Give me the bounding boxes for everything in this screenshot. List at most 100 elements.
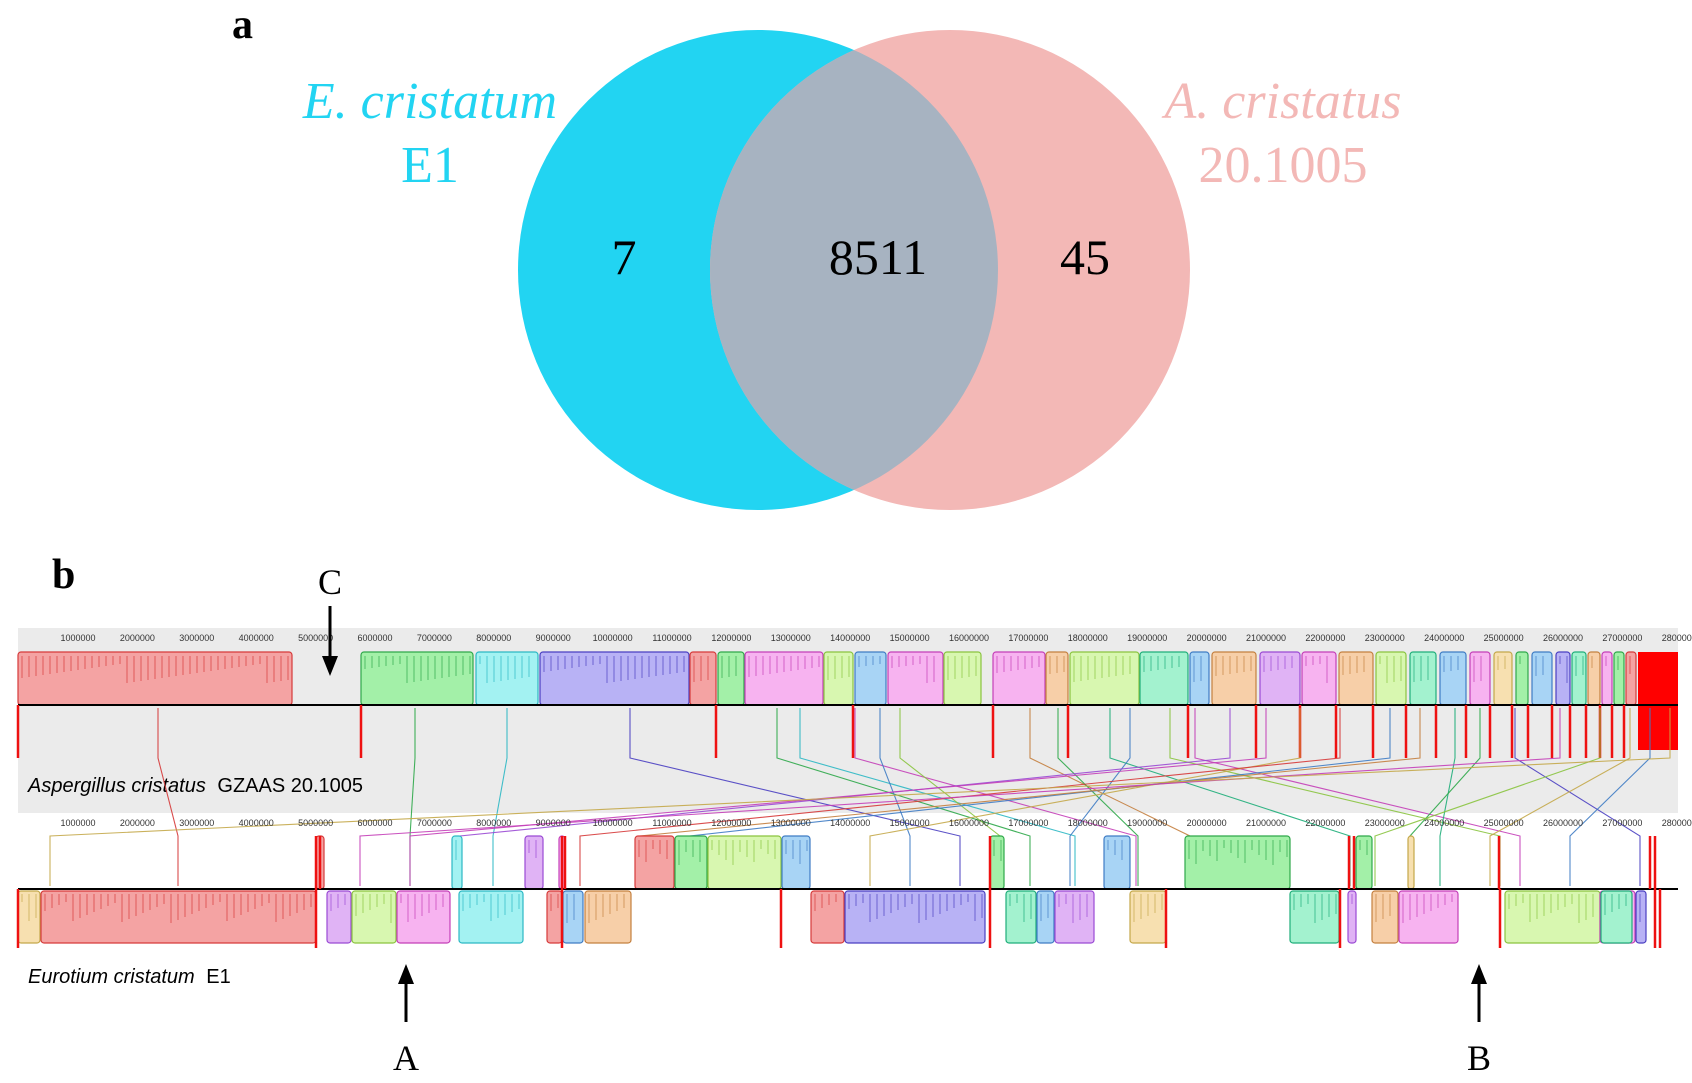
right-unique-count: 45 — [1060, 229, 1110, 285]
synteny-connector — [776, 708, 1031, 886]
top-synteny-block — [1625, 651, 1637, 706]
left-unique-count: 7 — [612, 229, 637, 285]
bottom-genome-name: Eurotium cristatum E1 — [28, 966, 231, 988]
bottom-tick-label: 24000000 — [1424, 818, 1464, 828]
top-synteny-block — [1301, 651, 1337, 706]
synteny-connector — [1569, 708, 1651, 886]
bottom-tick-label: 2000000 — [120, 818, 155, 828]
bottom-upper-block — [1355, 835, 1373, 890]
marker-b-group: B — [1467, 964, 1491, 1078]
top-tick-label: 27000000 — [1602, 633, 1642, 643]
top-synteny-block — [1613, 651, 1625, 706]
bottom-tick-label: 22000000 — [1305, 818, 1345, 828]
top-synteny-block — [1587, 651, 1601, 706]
top-synteny-block — [1601, 651, 1613, 706]
synteny-connector — [1374, 708, 1601, 886]
synteny-connector — [1194, 708, 1521, 886]
synteny-connector — [1069, 708, 1131, 886]
top-synteny-block — [1531, 651, 1553, 706]
top-synteny-block — [1571, 651, 1587, 706]
bottom-genome-genus: Eurotium cristatum — [28, 966, 195, 988]
top-tick-label: 25000000 — [1484, 633, 1524, 643]
top-tick-label: 24000000 — [1424, 633, 1464, 643]
top-blocks — [17, 651, 1678, 750]
synteny-connector — [879, 708, 911, 886]
bottom-tick-label: 6000000 — [357, 818, 392, 828]
marker-a-arrowhead — [398, 964, 414, 984]
top-synteny-block — [943, 651, 982, 706]
bottom-lower-block — [326, 890, 352, 944]
top-tick-label: 21000000 — [1246, 633, 1286, 643]
bottom-tick-label: 9000000 — [536, 818, 571, 828]
bottom-lower-block — [546, 890, 563, 944]
marker-a-group: A — [393, 964, 419, 1078]
top-tick-label: 22000000 — [1305, 633, 1345, 643]
top-synteny-block — [1189, 651, 1210, 706]
top-synteny-block — [992, 651, 1046, 706]
bottom-lower-block — [810, 890, 845, 944]
bottom-tick-label: 15000000 — [890, 818, 930, 828]
bottom-tick-label: 4000000 — [239, 818, 274, 828]
top-synteny-block — [539, 651, 690, 706]
top-ruler — [18, 628, 1678, 648]
bottom-upper-block — [634, 835, 675, 890]
bottom-tick-label: 25000000 — [1484, 818, 1524, 828]
bottom-lower-block — [1036, 890, 1055, 944]
bottom-tick-label: 17000000 — [1008, 818, 1048, 828]
top-tick-label: 12000000 — [711, 633, 751, 643]
bottom-tick-label: 20000000 — [1187, 818, 1227, 828]
synteny-connector — [49, 708, 1671, 886]
top-tick-label: 10000000 — [593, 633, 633, 643]
top-tick-label: 8000000 — [476, 633, 511, 643]
top-tick-label: 14000000 — [830, 633, 870, 643]
top-tick-label: 9000000 — [536, 633, 571, 643]
bottom-lower-block — [40, 890, 317, 944]
panel-a-letter: a — [232, 2, 253, 48]
top-genome-strain: GZAAS 20.1005 — [217, 775, 363, 797]
bottom-tick-label: 8000000 — [476, 818, 511, 828]
bottom-contig-boundaries — [16, 836, 1662, 948]
top-tick-label: 17000000 — [1008, 633, 1048, 643]
bottom-tick-label: 26000000 — [1543, 818, 1583, 828]
bottom-tick-label: 5000000 — [298, 818, 333, 828]
bottom-lower-block — [1398, 890, 1459, 944]
marker-c-group: C — [318, 562, 342, 676]
top-synteny-block — [1211, 651, 1257, 706]
top-genome-genus: Aspergillus cristatus — [27, 775, 206, 797]
top-tick-label: 2000000 — [120, 633, 155, 643]
synteny-connector — [492, 708, 508, 886]
synteny-connector — [157, 708, 179, 886]
top-synteny-block — [1469, 651, 1491, 706]
left-set-strain: E1 — [401, 137, 459, 194]
panel-b-letter: b — [52, 552, 75, 598]
synteny-connector — [1439, 708, 1456, 886]
synteny-connectors — [49, 708, 1671, 886]
bottom-lower-block — [1289, 890, 1340, 944]
marker-c-arrowhead — [322, 656, 338, 676]
left-set-name: E. cristatum — [302, 73, 557, 130]
top-tick-label: 26000000 — [1543, 633, 1583, 643]
bottom-tick-label: 11000000 — [652, 818, 691, 828]
top-tick-label: 20000000 — [1187, 633, 1227, 643]
synteny-connector — [1514, 708, 1641, 886]
bottom-lower-block — [1371, 890, 1399, 944]
bottom-tick-label: 7000000 — [417, 818, 452, 828]
top-synteny-block — [1259, 651, 1301, 706]
top-tick-label: 6000000 — [357, 633, 392, 643]
top-synteny-block — [1139, 651, 1189, 706]
bottom-tick-label: 18000000 — [1068, 818, 1108, 828]
bottom-lower-block — [1054, 890, 1095, 944]
top-tick-label: 23000000 — [1365, 633, 1405, 643]
synteny-connector — [409, 708, 1267, 886]
top-synteny-block — [1515, 651, 1529, 706]
bottom-tick-label: 12000000 — [711, 818, 751, 828]
bottom-lower-block — [1347, 890, 1357, 944]
bottom-tick-label: 28000000 — [1662, 818, 1692, 828]
top-tick-label: 13000000 — [771, 633, 811, 643]
bottom-tick-label: 13000000 — [771, 818, 811, 828]
bottom-upper-block — [989, 835, 1005, 890]
venn-diagram: 7 8511 45 — [518, 30, 1190, 510]
synteny-connector — [359, 708, 1561, 886]
marker-b-arrowhead — [1471, 964, 1487, 984]
